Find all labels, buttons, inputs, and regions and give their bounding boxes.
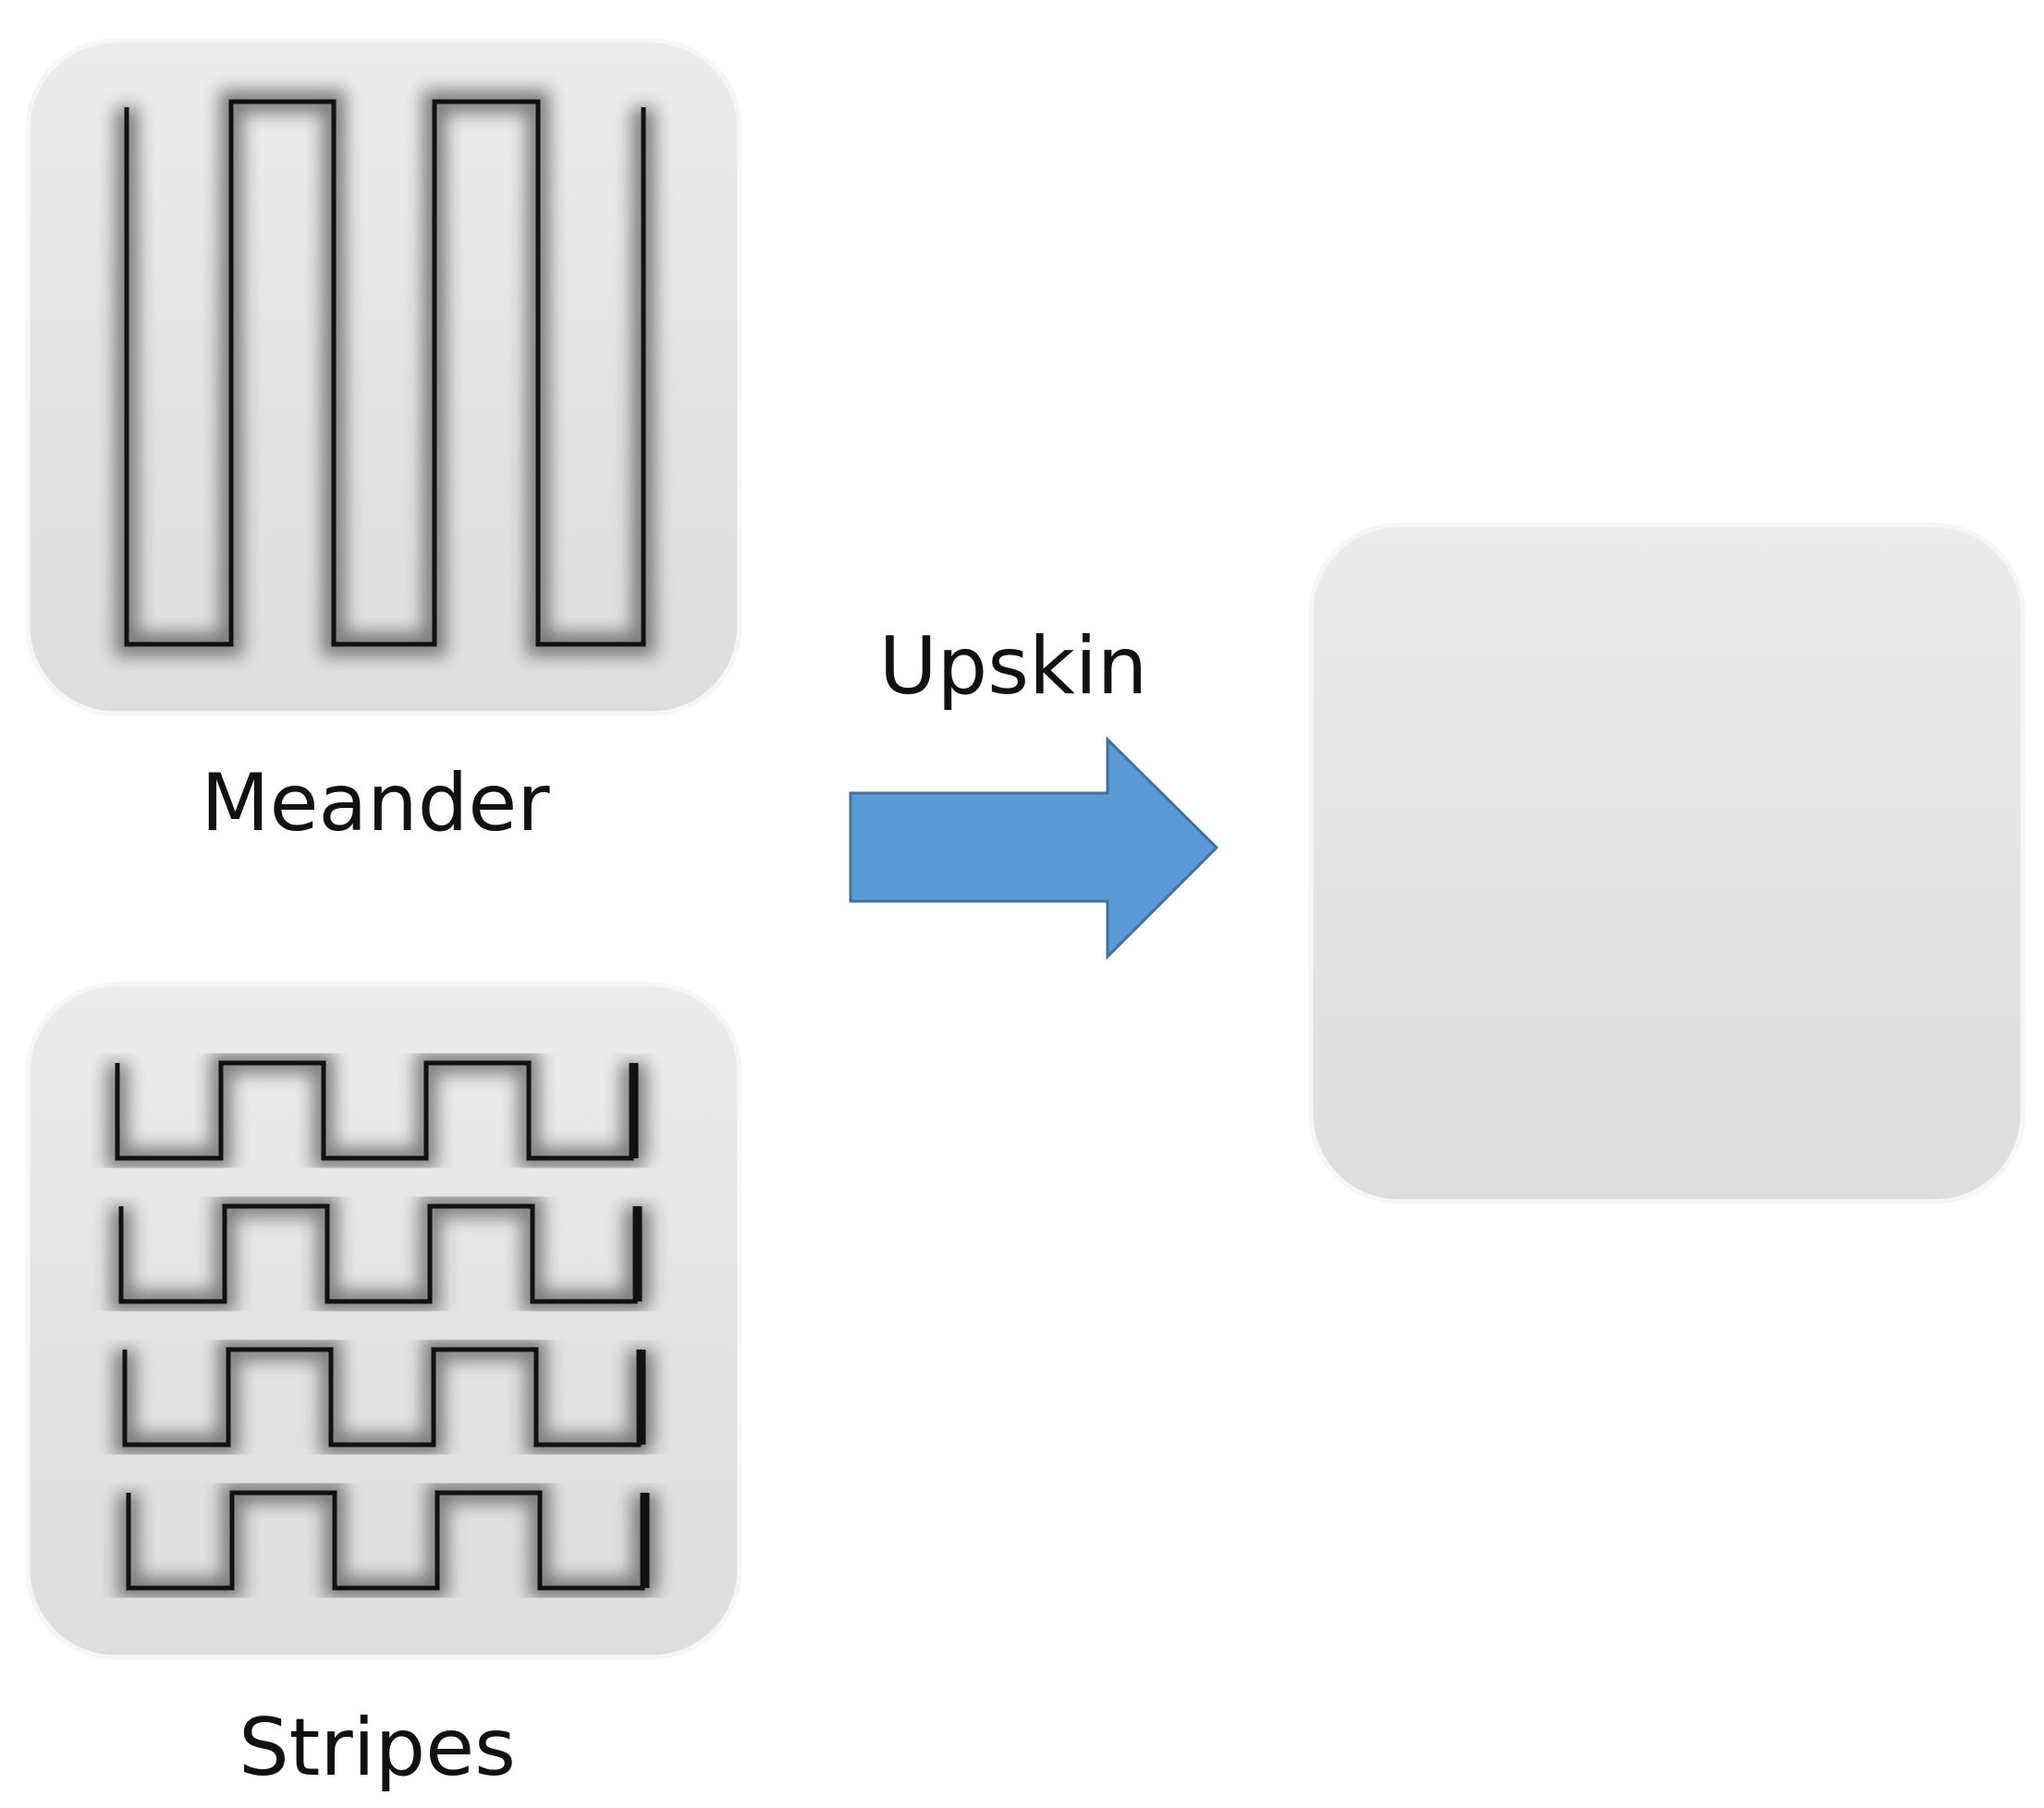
meander-tile-background [25, 38, 742, 716]
stripes-label: Stripes [239, 1702, 516, 1794]
stripe-row-1 [115, 1060, 639, 1161]
stripe-row-3 [122, 1347, 646, 1448]
stripe-row-4 [126, 1490, 650, 1591]
upskin-label: Upskin [879, 620, 1148, 713]
right-arrow-icon [849, 736, 1219, 960]
blank-upskin-result-icon [1308, 522, 2026, 1204]
stripe-row-2 [118, 1203, 643, 1304]
meander-label: Meander [201, 757, 550, 849]
meander-scan-pattern-icon [115, 90, 655, 656]
meander-tile [25, 38, 742, 716]
stripes-tile [25, 982, 742, 1660]
stripes-scan-pattern-icon [106, 1052, 658, 1599]
result-tile-background [1308, 522, 2026, 1204]
